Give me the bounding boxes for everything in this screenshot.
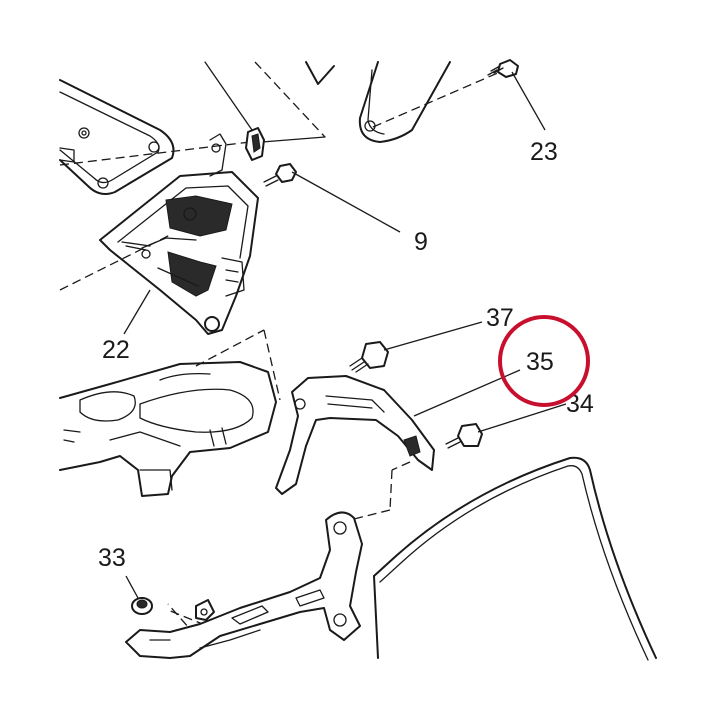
callout-9: 9 — [414, 228, 428, 256]
clip-fastener — [245, 127, 265, 161]
screw-9 — [263, 163, 297, 187]
windscreen — [373, 456, 657, 661]
upper-right-trim-piece — [305, 61, 451, 143]
nut-33 — [131, 597, 153, 615]
callout-33: 33 — [98, 544, 126, 572]
alignment-lines-top — [59, 61, 501, 166]
screw-34 — [445, 423, 483, 449]
bracket-35 — [275, 375, 435, 495]
highlight-circle — [498, 315, 590, 407]
callout-35: 35 — [526, 348, 554, 376]
upper-triple-clamp — [59, 361, 277, 497]
screw-37 — [349, 341, 389, 373]
callout-37: 37 — [486, 304, 514, 332]
upper-left-bracket-plate — [59, 79, 175, 195]
callout-22: 22 — [102, 336, 130, 364]
mounting-grommet — [195, 599, 215, 621]
instrument-housing-22 — [99, 133, 259, 335]
callout-23: 23 — [530, 138, 558, 166]
lower-mounting-bracket — [125, 511, 363, 659]
